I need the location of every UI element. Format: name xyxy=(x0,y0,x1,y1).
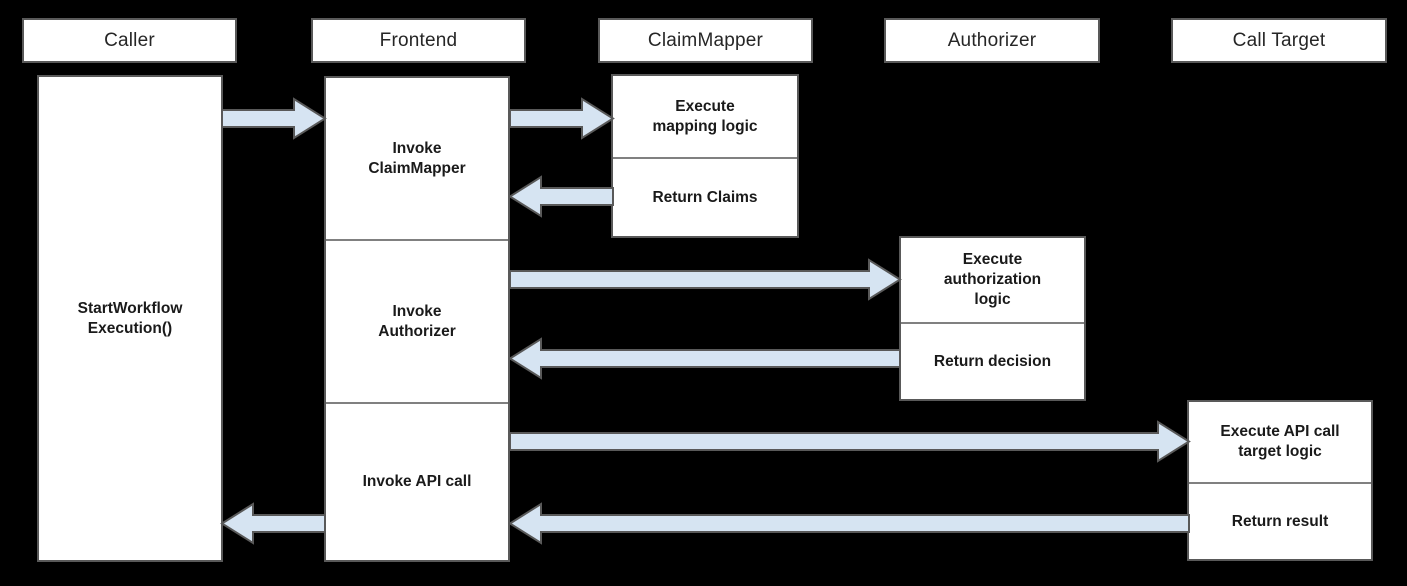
participant-label-frontend: Frontend xyxy=(379,29,458,51)
lifeline-cell-authorizer-return-decision: Return decision xyxy=(901,322,1084,399)
message-arrow-frontend-to-calltarget xyxy=(509,420,1191,463)
participant-label-claimmapper: ClaimMapper xyxy=(647,29,764,51)
message-arrow-authorizer-to-frontend xyxy=(508,337,901,380)
message-arrow-claimmapper-to-frontend xyxy=(508,175,614,218)
lifeline-cell-claimmapper-return-claims: Return Claims xyxy=(613,157,797,236)
participant-label-calltarget: Call Target xyxy=(1232,29,1326,51)
participant-header-caller: Caller xyxy=(22,18,237,63)
message-arrow-calltarget-to-frontend xyxy=(508,502,1190,545)
message-arrow-frontend-to-caller xyxy=(220,502,326,545)
message-arrow-caller-to-frontend xyxy=(221,97,327,140)
lifeline-cell-calltarget-return-result: Return result xyxy=(1189,482,1371,559)
participant-header-authorizer: Authorizer xyxy=(884,18,1100,63)
lifeline-cell-frontend-invoke-api-call: Invoke API call xyxy=(326,402,508,560)
participant-header-frontend: Frontend xyxy=(311,18,526,63)
message-arrow-frontend-to-claimmapper xyxy=(509,97,615,140)
participant-label-caller: Caller xyxy=(104,29,155,51)
participant-header-claimmapper: ClaimMapper xyxy=(598,18,813,63)
message-arrow-frontend-to-authorizer xyxy=(509,258,902,301)
participant-label-authorizer: Authorizer xyxy=(947,29,1037,51)
participant-header-calltarget: Call Target xyxy=(1171,18,1387,63)
